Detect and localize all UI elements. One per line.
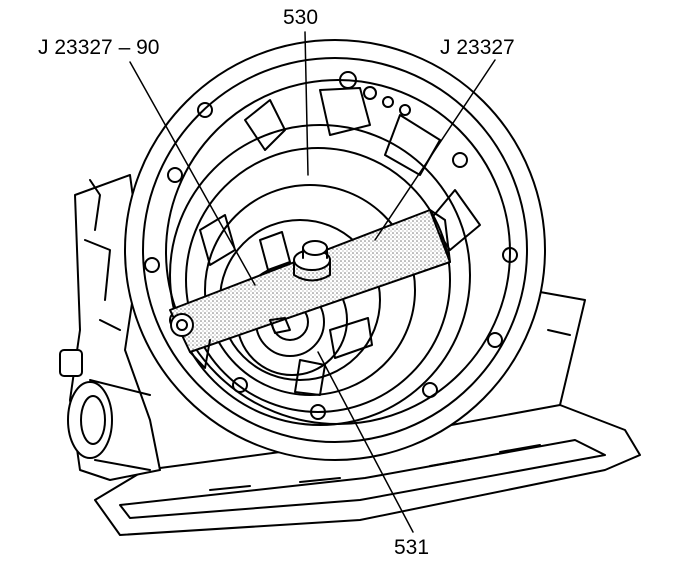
callout-tool-bar: J 23327 [438,36,517,59]
callout-tool-handle: J 23327 – 90 [36,36,162,59]
tool-bar-j23327 [169,209,451,369]
callout-part-530: 530 [281,6,321,29]
transmission-pan [94,291,641,536]
callout-part-531: 531 [392,536,432,559]
leader-lines [129,31,496,533]
